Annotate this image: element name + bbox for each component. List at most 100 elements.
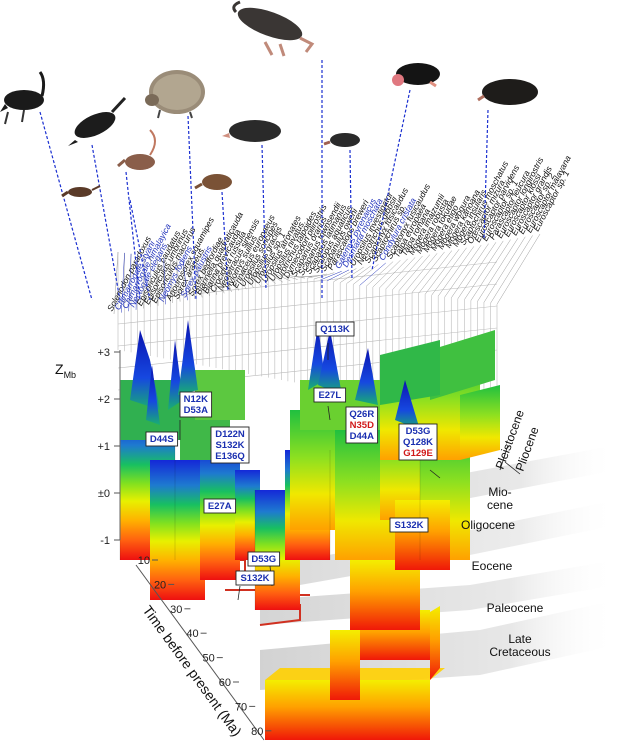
taxon-leader <box>196 262 203 298</box>
taxon-leader <box>418 250 453 294</box>
mutation-box <box>179 391 213 418</box>
mutation-text: D53A <box>184 405 208 416</box>
star-nosed-mole-icon <box>392 63 440 88</box>
taxon-leader <box>163 258 166 305</box>
taxon-leader <box>135 254 138 310</box>
image-leader <box>483 109 489 241</box>
mutation-text: D44S <box>150 434 174 445</box>
mutation-text: D44A <box>350 431 374 442</box>
mutation-s132k-oligocene: S132K <box>389 517 429 533</box>
animal-images <box>0 0 538 198</box>
taxon-leader <box>274 273 291 282</box>
water-shrew-icon <box>68 96 127 146</box>
mutation-text: D122N <box>215 429 245 440</box>
taxon-leader <box>379 258 408 289</box>
taxon-leader <box>496 233 541 305</box>
mole-icon <box>222 120 281 142</box>
mutation-box <box>315 321 355 337</box>
taxon-leader <box>405 253 438 292</box>
image-leader <box>349 149 353 281</box>
mutation-text: Q26R <box>349 409 374 420</box>
taxon-leader <box>411 251 445 293</box>
time-tick-label: 10 <box>138 555 150 567</box>
taxon-leader <box>241 268 254 288</box>
taxon-leader <box>353 264 379 285</box>
mutation-text: S132K <box>215 440 244 451</box>
time-tick-label: 60 <box>219 677 231 689</box>
mutation-text: S132K <box>394 520 423 531</box>
surface-block <box>265 680 430 740</box>
taxon-leader <box>326 269 350 282</box>
taxon-leader <box>113 251 119 315</box>
z-tick-label: +3 <box>97 347 110 359</box>
mutation-box <box>313 387 347 403</box>
mutation-text: D53G <box>406 426 431 437</box>
mutation-d44s: D44S <box>145 431 179 447</box>
taxon-leader <box>437 246 475 297</box>
taxon-leader <box>268 272 284 283</box>
z-axis-label: ZMb <box>55 361 76 380</box>
taxon-leader <box>307 273 328 279</box>
time-tick-label: 20 <box>154 579 166 591</box>
taxon-leader <box>128 253 132 312</box>
time-tick-label: 80 <box>251 726 263 738</box>
z-axis: ZMb <box>55 350 121 540</box>
image-leader <box>371 89 411 271</box>
taxon-leader <box>121 252 125 313</box>
mutation-text: Q113K <box>320 324 350 335</box>
mutation-box <box>145 431 179 447</box>
mutation-box <box>398 423 438 461</box>
shrew-icon <box>194 174 232 190</box>
taxon-leader <box>202 263 210 297</box>
taxon-leader <box>490 235 533 304</box>
mutation-leader <box>327 405 331 421</box>
taxon-leader <box>156 257 159 306</box>
mutation-text: N35D <box>350 420 374 431</box>
mutation-e27l: E27L <box>313 387 347 403</box>
taxon-leader <box>372 260 401 288</box>
z-tick-label: ±0 <box>98 488 110 500</box>
mutation-text: E27A <box>208 501 232 512</box>
mutation-q113k: Q113K <box>315 321 355 337</box>
z-tick-label: +1 <box>97 441 110 453</box>
taxon-leader <box>248 269 262 287</box>
taxon-leader <box>470 239 511 301</box>
shrew-icon <box>117 129 156 170</box>
epoch-eocene: Eocene <box>472 559 513 573</box>
desman-icon <box>232 0 315 57</box>
mutation-box <box>247 551 281 567</box>
grid-line <box>117 261 498 303</box>
z-tick-label: +2 <box>97 394 110 406</box>
grid-line <box>117 327 498 369</box>
mutation-text: E136Q <box>215 451 245 462</box>
taxon-leader <box>189 261 196 299</box>
time-tick-label: 50 <box>203 653 215 665</box>
mutation-text: Q128K <box>403 437 433 448</box>
taxon-leader <box>333 268 357 282</box>
shrew-icon <box>61 185 101 198</box>
taxon-leader <box>477 238 519 302</box>
mutation-text: E27L <box>318 390 341 401</box>
time-tick-label: 40 <box>186 628 198 640</box>
time-tick-label: 30 <box>170 604 182 616</box>
mutation-text: D53G <box>251 554 276 565</box>
mutation-leader <box>429 469 441 479</box>
mutation-text: S132K <box>240 573 269 584</box>
taxon-leader <box>209 264 218 295</box>
taxon-leader <box>483 236 526 303</box>
mutation-text: G129E <box>403 448 433 459</box>
time-tick-label: 70 <box>235 701 247 713</box>
taxon-leader <box>385 257 416 290</box>
image-leader <box>125 171 141 301</box>
taxon-leader <box>281 274 298 280</box>
taxon-leader <box>300 275 320 278</box>
taxon-leader <box>170 259 174 303</box>
mutation-box <box>210 426 250 464</box>
taxon-leader <box>398 254 431 291</box>
